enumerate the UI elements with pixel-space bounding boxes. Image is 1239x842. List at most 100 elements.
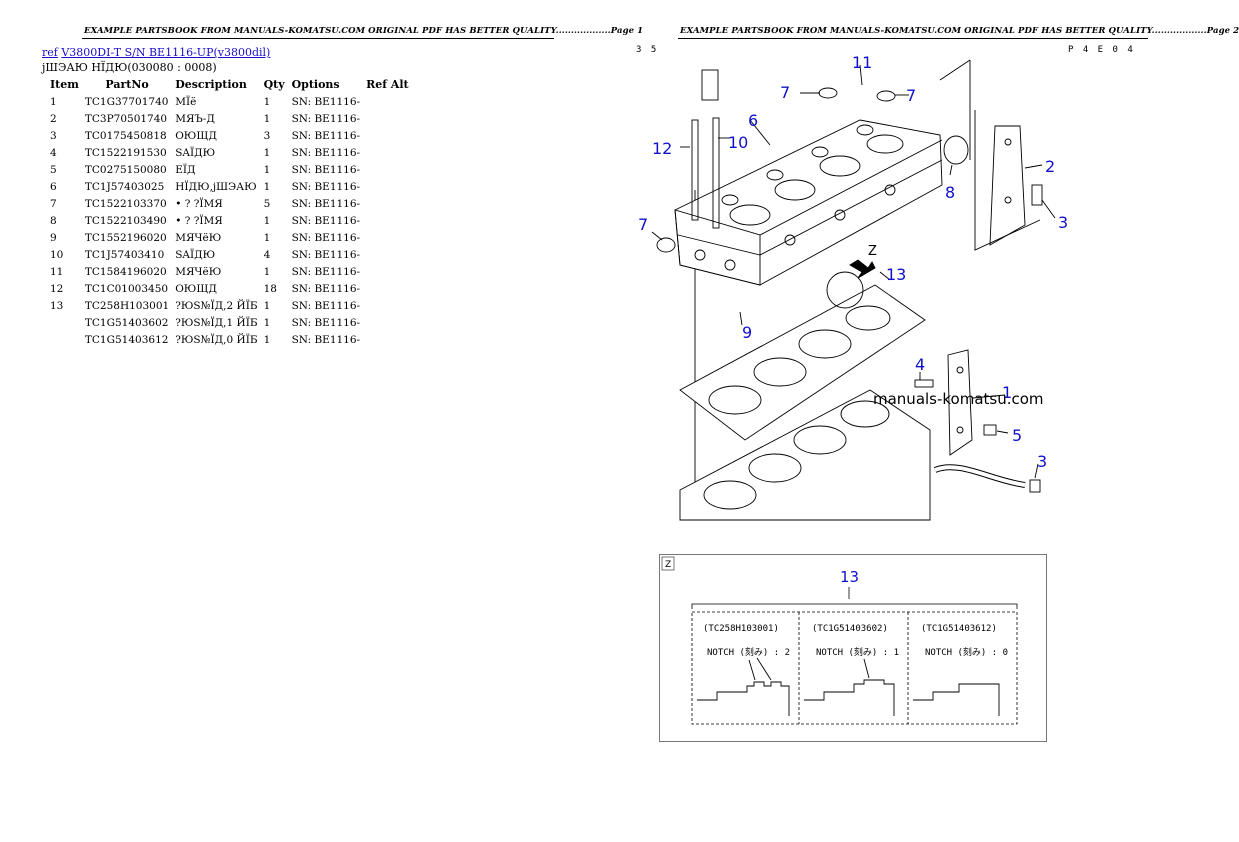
cell-description: МЇё [175,95,197,108]
cell-item [44,314,82,331]
cell-description: ОЮЩД [175,129,217,142]
cell-qty: 1 [263,163,271,176]
detail-z-box [659,554,1047,742]
cell-description: НЇДЮ,јШЭАЮ [175,180,257,193]
detail-callout-13: 13 [840,568,859,586]
cell-description: МЯЧёЮ [175,231,222,244]
cell-options: SN: BE1116- [291,231,361,244]
col-qty: Qty [263,78,285,91]
cell-partno: TC1J57403410 [84,248,165,261]
cell-description: ОЮЩД [175,282,217,295]
model-link[interactable]: V3800DI-T S/N BE1116-UP(v3800dil) [61,46,271,59]
cell-description: • ? ?ЇМЯ [175,197,223,210]
detail-variant-3-part: (TC1G51403612) [921,624,997,634]
cell-ref-alt [363,144,412,161]
table-row: 10 TC1J57403410 SAЇДЮ 4 SN: BE1116- [44,246,412,263]
cell-qty: 3 [263,129,271,142]
ref-link[interactable]: ref [42,46,58,59]
callout-7-left: 7 [638,215,648,234]
detail-z-diagram: Z 13 (TC258H103001) (TC1G51403602) (TC1G… [661,556,1018,725]
cell-ref-alt [363,263,412,280]
callout-7-top-left: 7 [780,83,790,102]
page-1-header: EXAMPLE PARTSBOOK FROM MANUALS-KOMATSU.C… [84,26,644,36]
callout-7-top-right: 7 [906,86,916,105]
callout-11: 11 [852,53,872,72]
cell-item: 8 [50,214,57,227]
cell-item: 7 [50,197,57,210]
page-2-code-right: P 4 E 0 4 [1068,45,1135,55]
cell-description: ?ЮЅ№ЇД,1 ЙЇБ [175,316,258,329]
cell-options: SN: BE1116- [291,163,361,176]
cell-options: SN: BE1116- [291,180,361,193]
cell-item: 4 [50,146,57,159]
callout-4: 4 [915,355,925,374]
cell-ref-alt [363,93,412,110]
cell-ref-alt [363,314,412,331]
cell-options: SN: BE1116- [291,316,361,329]
cell-item [44,331,82,348]
cell-partno: TC1G51403612 [84,333,169,346]
callout-2: 2 [1045,157,1055,176]
cell-options: SN: BE1116- [291,129,361,142]
page-2-header-rule [678,38,1148,39]
cell-ref-alt [363,110,412,127]
cell-item: 3 [50,129,57,142]
callout-1: 1 [1002,383,1012,402]
callout-6: 6 [748,111,758,130]
cell-ref-alt [363,331,412,348]
detail-variant-3-notch: NOTCH (刻み) : 0 [925,646,1008,658]
cell-item: 13 [50,299,64,312]
cell-qty: 1 [263,146,271,159]
col-item: Item [50,78,79,91]
cell-description: SAЇДЮ [175,248,216,261]
cell-ref-alt [363,246,412,263]
cell-description: SAЇДЮ [175,146,216,159]
cell-partno: TC1522103370 [84,197,167,210]
col-options: Options [291,78,340,91]
callout-5: 5 [1012,426,1022,445]
cell-qty: 1 [263,95,271,108]
detail-variant-2-part: (TC1G51403602) [812,624,888,634]
cell-qty: 1 [263,333,271,346]
cell-qty: 4 [263,248,271,261]
cell-item: 12 [50,282,64,295]
detail-variant-1-part: (TC258H103001) [703,624,779,634]
cell-description: • ? ?ЇМЯ [175,214,223,227]
cell-item: 10 [50,248,64,261]
cell-options: SN: BE1116- [291,146,361,159]
cell-ref-alt [363,127,412,144]
cell-options: SN: BE1116- [291,333,361,346]
page-2-code-left: 3 5 [636,45,659,55]
cell-ref-alt [363,195,412,212]
cell-item: 6 [50,180,57,193]
cell-options: SN: BE1116- [291,282,361,295]
cell-partno: TC3P70501740 [84,112,168,125]
cell-options: SN: BE1116- [291,112,361,125]
callout-9: 9 [742,323,752,342]
cell-partno: TC0175450818 [84,129,167,142]
cell-options: SN: BE1116- [291,248,361,261]
parts-table: Item PartNo Description Qty Options Ref … [44,76,412,348]
page-2-header: EXAMPLE PARTSBOOK FROM MANUALS-KOMATSU.C… [680,26,1239,36]
cell-item: 1 [50,95,57,108]
cell-item: 9 [50,231,57,244]
cell-options: SN: BE1116- [291,214,361,227]
col-partno: PartNo [105,78,149,91]
detail-variant-2-notch: NOTCH (刻み) : 1 [816,646,899,658]
watermark: manuals-komatsu.com [873,390,1044,408]
cell-ref-alt [363,178,412,195]
cell-partno: TC1G51403602 [84,316,169,329]
detail-tag: Z [665,560,671,570]
cell-partno: TC1584196020 [84,265,167,278]
callout-8: 8 [945,183,955,202]
